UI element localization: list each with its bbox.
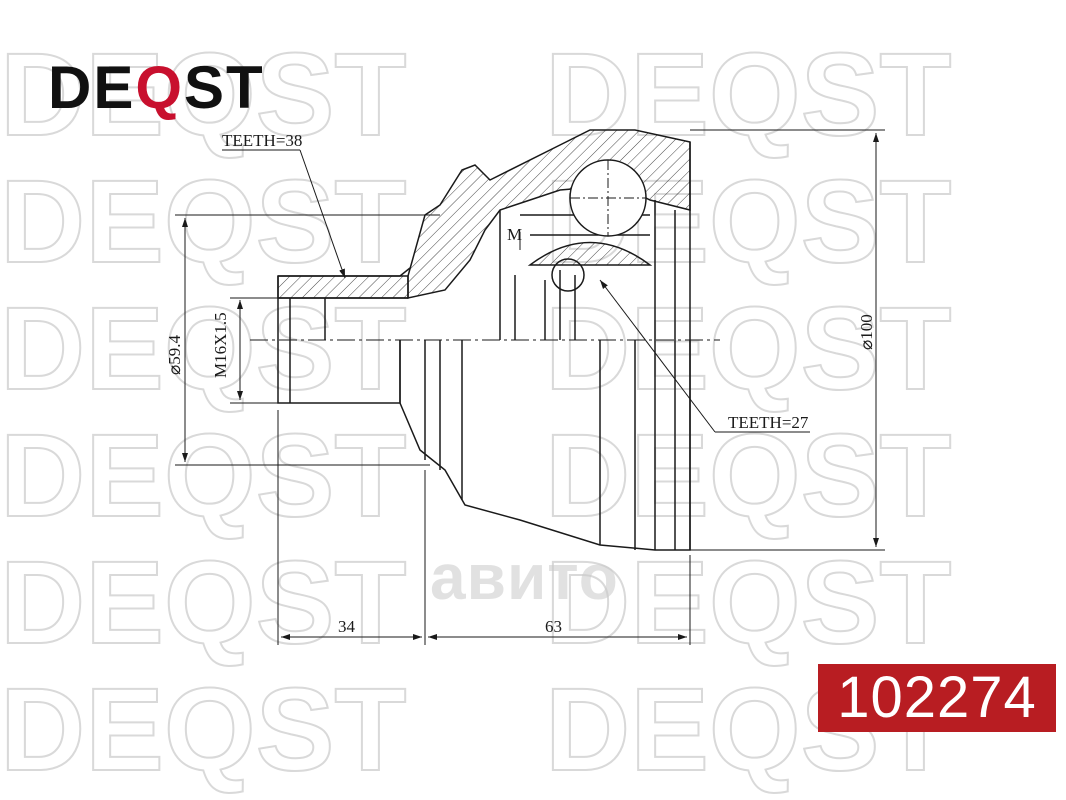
watermark-text: DEQST bbox=[0, 537, 407, 669]
label-dia-small: ⌀59.4 bbox=[165, 335, 184, 375]
watermark-text: DEQST bbox=[545, 283, 952, 415]
part-number-badge: 102274 bbox=[818, 664, 1056, 732]
watermark-text: DEQST bbox=[0, 156, 407, 288]
label-teeth-inner: TEETH=27 bbox=[728, 413, 809, 432]
avito-watermark: авито bbox=[430, 541, 619, 613]
watermark-text: DEQST bbox=[0, 29, 407, 161]
logo-text-part1: DE bbox=[48, 53, 136, 121]
label-thread: M16X1.5 bbox=[211, 312, 230, 378]
label-length-left: 34 bbox=[338, 617, 356, 636]
inner-race bbox=[527, 241, 653, 266]
logo-text-part2: ST bbox=[184, 53, 265, 121]
watermark-text: DEQST bbox=[545, 537, 952, 669]
watermark-text: DEQST bbox=[0, 283, 407, 415]
watermark-text: DEQST bbox=[0, 664, 407, 796]
label-length-right: 63 bbox=[545, 617, 562, 636]
label-teeth-outer: TEETH=38 bbox=[222, 131, 302, 150]
watermark-text: DEQST bbox=[0, 410, 407, 542]
body-outline-lower bbox=[399, 340, 691, 551]
label-dia-large: ⌀100 bbox=[857, 314, 876, 350]
label-marker: M bbox=[507, 225, 522, 244]
watermark-text: DEQST bbox=[545, 410, 952, 542]
body-section-upper bbox=[407, 129, 691, 299]
logo-text-q: Q bbox=[135, 53, 185, 121]
